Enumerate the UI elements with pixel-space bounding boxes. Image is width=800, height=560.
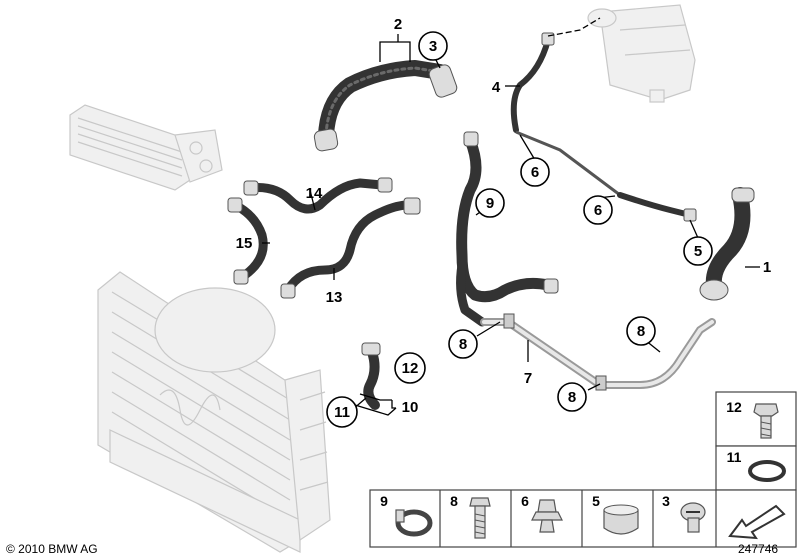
callout-7: 7	[524, 370, 532, 387]
callout-9: 9	[475, 188, 505, 218]
callout-5: 5	[683, 236, 713, 266]
copyright: © 2010 BMW AG	[6, 542, 98, 556]
callout-3: 3	[418, 31, 448, 61]
callout-8b: 8	[557, 382, 587, 412]
bolt-icon	[469, 497, 491, 539]
svg-text:247746: 247746	[738, 542, 778, 556]
plug-icon	[680, 502, 706, 533]
svg-text:7: 7	[524, 370, 532, 387]
callout-10: 10	[402, 399, 419, 416]
svg-text:© 2010 BMW AG: © 2010 BMW AG	[6, 542, 98, 556]
hose-4	[510, 17, 601, 133]
callout-13: 13	[326, 289, 343, 306]
torx-screw-icon	[753, 403, 779, 439]
o-ring-icon	[748, 460, 786, 482]
hose-2	[313, 60, 458, 152]
oil-cooler	[69, 104, 223, 191]
bottom-legend: 9 8 6 5 3	[369, 489, 797, 548]
svg-text:2: 2	[394, 16, 402, 33]
callout-2: 2	[394, 16, 402, 33]
svg-text:10: 10	[402, 399, 419, 416]
svg-text:6: 6	[594, 202, 602, 219]
callout-4: 4	[492, 79, 501, 96]
side-legend: 12 11	[715, 391, 797, 491]
hose-14	[243, 177, 393, 214]
callout-6b: 6	[583, 195, 613, 225]
hose-6	[515, 130, 697, 222]
callout-12: 12	[394, 352, 426, 384]
hose-1	[699, 187, 755, 301]
svg-text:12: 12	[402, 360, 419, 377]
callout-6a: 6	[520, 157, 550, 187]
callout-8a: 8	[448, 329, 478, 359]
hose-13	[280, 197, 421, 299]
hose-clamp-icon	[395, 509, 433, 537]
svg-text:6: 6	[521, 493, 529, 509]
radiator-assembly	[97, 271, 331, 553]
svg-text:5: 5	[694, 243, 702, 260]
svg-text:3: 3	[429, 38, 437, 55]
push-clip-icon	[531, 499, 563, 533]
svg-text:11: 11	[334, 404, 350, 421]
hose-9	[456, 131, 559, 327]
svg-text:8: 8	[568, 389, 576, 406]
svg-text:8: 8	[450, 493, 458, 509]
svg-text:8: 8	[459, 336, 467, 353]
svg-text:15: 15	[236, 235, 253, 252]
diagram-number: 247746	[738, 542, 778, 556]
svg-text:12: 12	[726, 399, 742, 415]
svg-text:11: 11	[727, 449, 742, 465]
svg-text:3: 3	[662, 493, 670, 509]
arrow-left-down-icon	[728, 504, 786, 540]
pipe-7	[480, 313, 716, 391]
svg-text:14: 14	[306, 185, 323, 202]
svg-text:6: 6	[531, 164, 539, 181]
svg-text:13: 13	[326, 289, 343, 306]
hose-15	[227, 197, 268, 285]
callout-15: 15	[236, 235, 253, 252]
svg-text:5: 5	[592, 493, 600, 509]
spring-clip-icon	[603, 504, 639, 535]
svg-text:9: 9	[486, 195, 494, 212]
callout-1: 1	[763, 259, 771, 276]
svg-text:1: 1	[763, 259, 771, 276]
callout-14: 14	[306, 185, 323, 202]
svg-text:8: 8	[637, 323, 645, 340]
callout-11: 11	[326, 396, 358, 428]
svg-text:9: 9	[380, 493, 388, 509]
expansion-tank	[587, 4, 696, 103]
hose-10	[361, 342, 381, 410]
callout-8c: 8	[626, 316, 656, 346]
svg-text:4: 4	[492, 79, 501, 96]
